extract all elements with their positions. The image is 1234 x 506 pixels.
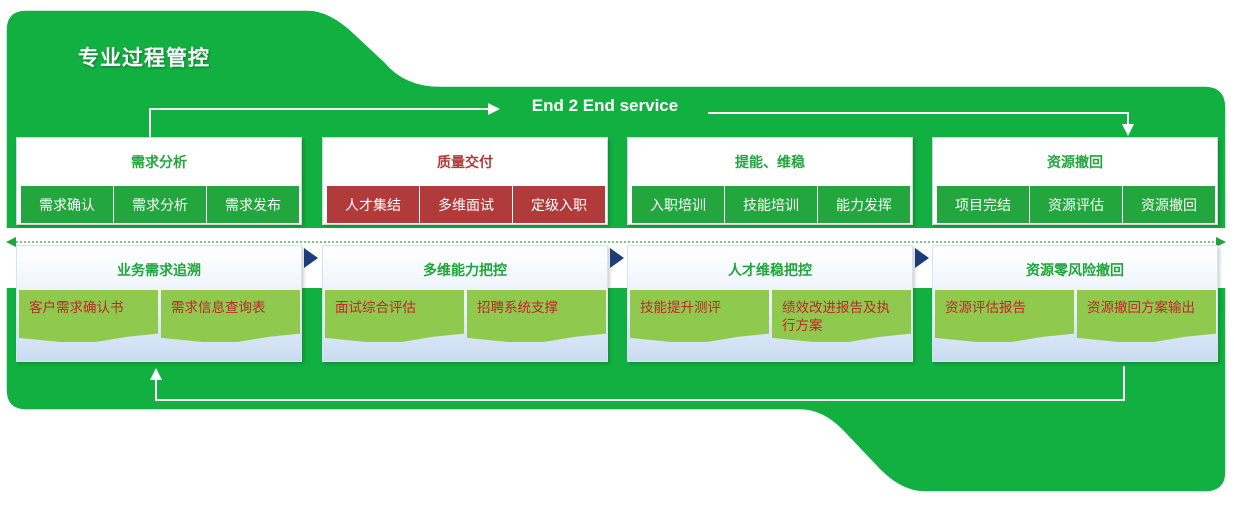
- task-item: 需求确认: [21, 186, 114, 223]
- control-title: 业务需求追溯: [117, 263, 201, 279]
- control-title: 多维能力把控: [423, 263, 507, 279]
- stage-connector-arrow-icon: [304, 248, 318, 268]
- page-title: 专业过程管控: [78, 46, 210, 70]
- task-item: 入职培训: [632, 186, 725, 223]
- phase-box: 资源撤回 项目完结 资源评估 资源撤回: [932, 137, 1218, 225]
- task-item: 技能培训: [725, 186, 818, 223]
- control-title: 资源零风险撤回: [1026, 263, 1124, 279]
- control-title: 人才维稳把控: [728, 263, 812, 279]
- document-item: 资源评估报告: [935, 290, 1074, 342]
- return-loop-line: [155, 366, 1125, 401]
- document-item: 需求信息查询表: [161, 290, 300, 342]
- document-item: 面试综合评估: [325, 290, 464, 342]
- document-item: 绩效改进报告及执行方案: [772, 290, 911, 342]
- stage-connector-arrow-icon: [915, 248, 929, 268]
- stage-capability-retention: 提能、维稳 入职培训 技能培训 能力发挥 人才维稳把控 技能提升测评 绩效改进报…: [627, 137, 913, 362]
- task-item: 项目完结: [937, 186, 1030, 223]
- control-box: 多维能力把控 面试综合评估 招聘系统支撑: [322, 245, 608, 362]
- task-item: 需求分析: [114, 186, 207, 223]
- stage-requirements: 需求分析 需求确认 需求分析 需求发布 业务需求追溯 客户需求确认书 需求信息查…: [16, 137, 302, 362]
- phase-title: 需求分析: [131, 155, 187, 171]
- task-row: 人才集结 多维面试 定级入职: [327, 186, 605, 223]
- task-item: 定级入职: [531, 197, 587, 214]
- phase-title: 提能、维稳: [735, 155, 805, 171]
- document-item: 招聘系统支撑: [467, 290, 606, 342]
- task-row: 入职培训 技能培训 能力发挥: [632, 186, 910, 223]
- e2e-arrow-down-icon: [1122, 124, 1134, 136]
- stage-connector-arrow-icon: [610, 248, 624, 268]
- phase-title: 资源撤回: [1047, 155, 1103, 171]
- stage-quality-delivery: 质量交付 人才集结 多维面试 定级入职 多维能力把控 面试综合评估 招聘系统支撑: [322, 137, 608, 362]
- task-row: 项目完结 资源评估 资源撤回: [937, 186, 1215, 223]
- flow-label: End 2 End service: [531, 96, 679, 115]
- task-item: 多维面试: [420, 186, 513, 223]
- task-item: 人才集结: [327, 186, 420, 223]
- e2e-arrow-line: [149, 108, 490, 137]
- document-item: 资源撤回方案输出: [1077, 290, 1216, 342]
- e2e-arrow-line-right: [708, 112, 1129, 126]
- task-item: 资源评估: [1030, 186, 1123, 223]
- e2e-arrow-head-icon: [488, 103, 500, 115]
- task-item: 能力发挥: [836, 197, 892, 214]
- task-row: 需求确认 需求分析 需求发布: [21, 186, 299, 223]
- phase-box: 提能、维稳 入职培训 技能培训 能力发挥: [627, 137, 913, 225]
- phase-box: 质量交付 人才集结 多维面试 定级入职: [322, 137, 608, 225]
- return-loop-arrow-icon: [150, 368, 162, 380]
- phase-title: 质量交付: [437, 155, 493, 171]
- document-item: 技能提升测评: [630, 290, 769, 342]
- control-box: 资源零风险撤回 资源评估报告 资源撤回方案输出: [932, 245, 1218, 362]
- stage-resource-withdrawal: 资源撤回 项目完结 资源评估 资源撤回 资源零风险撤回 资源评估报告 资源撤回方…: [932, 137, 1218, 362]
- timeline-left-arrow-icon: [6, 237, 16, 247]
- control-box: 人才维稳把控 技能提升测评 绩效改进报告及执行方案: [627, 245, 913, 362]
- task-item: 需求发布: [225, 197, 281, 214]
- timeline-right-arrow-icon: [1216, 237, 1226, 247]
- document-item: 客户需求确认书: [19, 290, 158, 342]
- phase-box: 需求分析 需求确认 需求分析 需求发布: [16, 137, 302, 225]
- task-item: 资源撤回: [1141, 197, 1197, 214]
- control-box: 业务需求追溯 客户需求确认书 需求信息查询表: [16, 245, 302, 362]
